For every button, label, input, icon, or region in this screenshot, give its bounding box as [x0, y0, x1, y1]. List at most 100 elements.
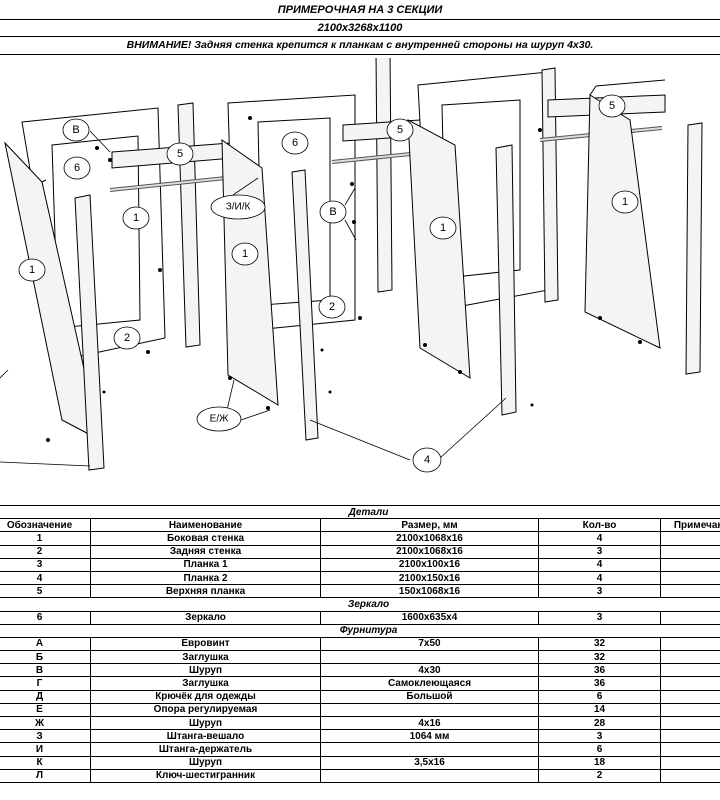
table-cell: Зеркало [90, 610, 321, 625]
table-cell: 32 [538, 636, 661, 652]
table-cell: Штанга-вешало [90, 729, 321, 744]
table-cell: 32 [538, 650, 661, 665]
callout-screw [62, 118, 90, 142]
exploded-assembly-diagram: 1 1 1 1 1 2 2 4 5 5 5 6 6 В В З/И/К Е/Ж [0, 58, 703, 473]
table-cell [320, 768, 539, 783]
label-v: В [329, 206, 336, 218]
table-cell: 1 [0, 531, 91, 546]
table-cell: Е [0, 702, 91, 718]
label-e-zh: Е/Ж [210, 414, 229, 425]
table-cell: Б [0, 650, 91, 665]
table-cell [660, 531, 720, 546]
table-cell [660, 742, 720, 757]
table-cell: 36 [538, 676, 661, 691]
column-header: Обозначение [0, 518, 91, 533]
table-section-header: Фурнитура [0, 623, 720, 638]
callout-back-panel [318, 295, 346, 319]
table-cell: 2100х1068х16 [320, 544, 539, 559]
table-cell: 1064 мм [320, 729, 539, 744]
table-cell: Верхняя планка [90, 584, 321, 599]
callout-mirror [63, 156, 91, 180]
strip-panel [291, 169, 319, 441]
strip-panel [495, 144, 517, 416]
table-cell [660, 570, 720, 586]
table-cell: 2100х1068х16 [320, 531, 539, 546]
table-cell: Самоклеющаяся [320, 676, 539, 691]
callout-side-panel [122, 206, 150, 230]
strip-panel [541, 67, 559, 303]
table-cell: Д [0, 689, 91, 704]
table-cell: Опора регулируемая [90, 702, 321, 718]
table-cell: В [0, 663, 91, 678]
label-1: 1 [440, 222, 446, 234]
callout-side-panel [231, 242, 259, 266]
table-cell [320, 702, 539, 718]
label-6: 6 [74, 162, 80, 174]
table-cell: 18 [538, 755, 661, 770]
table-cell: К [0, 755, 91, 770]
table-cell [660, 702, 720, 718]
table-cell: А [0, 636, 91, 652]
label-1: 1 [133, 212, 139, 224]
table-cell [660, 689, 720, 704]
column-header: Размер, мм [320, 518, 539, 533]
table-cell: Ключ-шестигранник [90, 768, 321, 783]
table-cell: 3 [0, 557, 91, 572]
table-cell: 3 [538, 610, 661, 625]
table-cell [660, 557, 720, 572]
table-cell: 28 [538, 715, 661, 731]
table-cell: 14 [538, 702, 661, 718]
label-z-i-k: З/И/К [226, 202, 251, 213]
table-cell: Евровинт [90, 636, 321, 652]
table-cell: Г [0, 676, 91, 691]
table-cell: И [0, 742, 91, 757]
strip-panel [685, 122, 703, 375]
table-cell: 4 [538, 531, 661, 546]
table-cell: 4х16 [320, 715, 539, 731]
callout-top-panel [386, 118, 414, 142]
table-cell: 4 [538, 557, 661, 572]
table-cell: 6 [538, 742, 661, 757]
table-cell: 4х30 [320, 663, 539, 678]
table-cell: Крючёк для одежды [90, 689, 321, 704]
table-cell: 3 [538, 544, 661, 559]
table-cell: 3,5х16 [320, 755, 539, 770]
table-cell: 6 [0, 610, 91, 625]
table-cell [320, 650, 539, 665]
table-section-header: Детали [0, 504, 720, 520]
table-cell: З [0, 729, 91, 744]
table-cell: 2100х100х16 [320, 557, 539, 572]
table-cell [320, 742, 539, 757]
assembly-warning: ВНИМАНИЕ! Задняя стенка крепится к планк… [0, 37, 720, 55]
table-cell: 7х50 [320, 636, 539, 652]
table-cell: 4 [0, 570, 91, 586]
table-cell [660, 729, 720, 744]
table-cell [660, 544, 720, 559]
table-cell: Планка 2 [90, 570, 321, 586]
table-cell: 4 [538, 570, 661, 586]
table-cell: 2 [538, 768, 661, 783]
table-cell: 3 [538, 584, 661, 599]
column-header: Наименование [90, 518, 321, 533]
table-cell: Боковая стенка [90, 531, 321, 546]
table-section-header: Зеркало [0, 597, 720, 612]
callout-top-panel [598, 94, 626, 118]
document-title: ПРИМЕРОЧНАЯ НА 3 СЕКЦИИ [0, 2, 720, 20]
strip-panel [375, 58, 393, 293]
callout-rail-fittings [210, 194, 266, 220]
table-cell: 2100х150х16 [320, 570, 539, 586]
table-cell [660, 584, 720, 599]
table-cell: Л [0, 768, 91, 783]
